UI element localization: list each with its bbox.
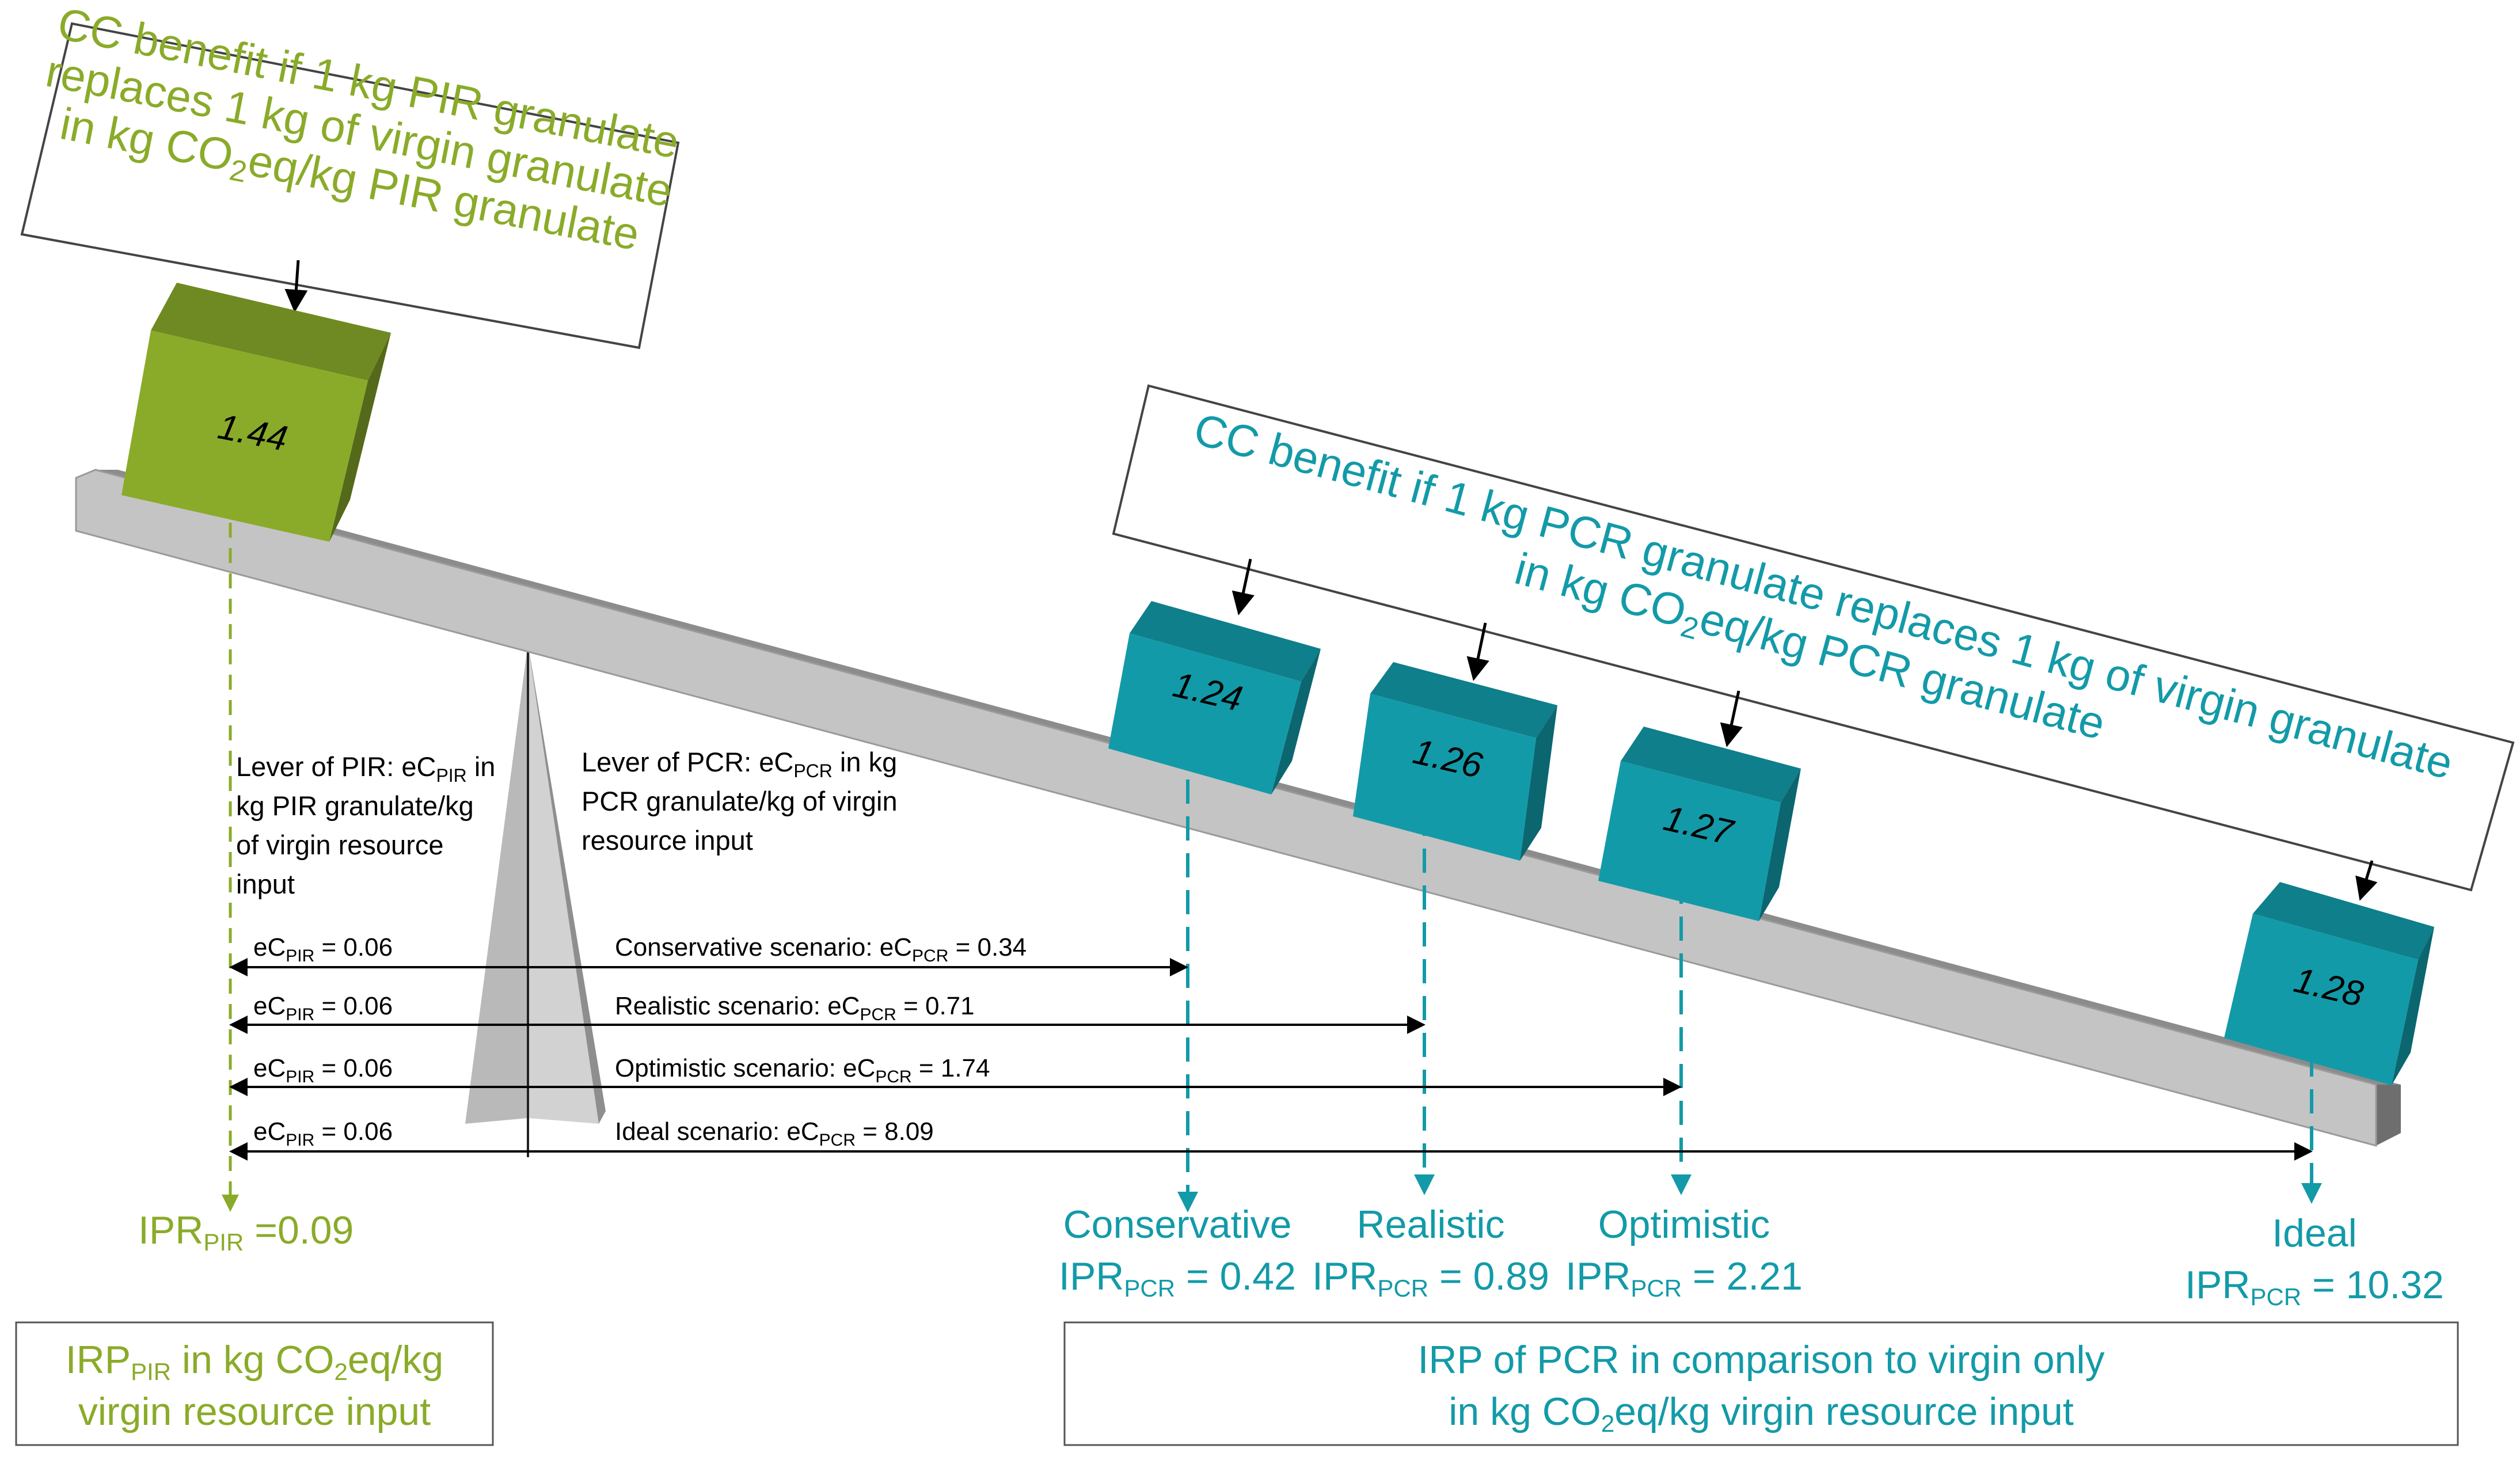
block-realistic: 1.26	[1353, 662, 1557, 861]
svg-text:in kg CO2eq/kg virgin resource: in kg CO2eq/kg virgin resource input	[1449, 1390, 2074, 1437]
ecpir-labels: eCPIR = 0.06 eCPIR = 0.06 eCPIR = 0.06 e…	[253, 933, 393, 1150]
ipr-conservative-value: IPRPCR = 0.42	[1059, 1254, 1296, 1302]
ipr-pir-result: IPRPIR =0.09	[138, 1208, 354, 1256]
pir-callout: CC benefit if 1 kg PIR granulate replace…	[20, 0, 683, 349]
scenario-ideal-label: Ideal scenario: eCPCR = 8.09	[615, 1117, 934, 1150]
block-pir: 1.44	[121, 283, 391, 542]
block-optimistic: 1.27	[1598, 727, 1801, 921]
scenario-realistic-label: Realistic scenario: eCPCR = 0.71	[615, 992, 975, 1024]
ipr-ideal-value: IPRPCR = 10.32	[2185, 1263, 2444, 1310]
ipr-optimistic-name: Optimistic	[1598, 1203, 1770, 1246]
svg-text:of virgin resource: of virgin resource	[236, 830, 444, 860]
svg-text:IRP of PCR in comparison to vi: IRP of PCR in comparison to virgin only	[1417, 1338, 2104, 1382]
lever-pcr-text: Lever of PCR: eCPCR in kg PCR granulate/…	[581, 747, 898, 856]
svg-text:eCPIR = 0.06: eCPIR = 0.06	[253, 1054, 393, 1086]
fulcrum	[465, 639, 606, 1157]
block-conservative: 1.24	[1108, 601, 1321, 794]
svg-text:kg PIR granulate/kg: kg PIR granulate/kg	[236, 790, 474, 821]
ipr-ideal-name: Ideal	[2272, 1211, 2356, 1255]
legend-pir-box: IRPPIR in kg CO2eq/kg virgin resource in…	[15, 1321, 494, 1446]
svg-text:resource input: resource input	[581, 825, 753, 856]
svg-text:eCPIR = 0.06: eCPIR = 0.06	[253, 933, 393, 965]
ipr-realistic-name: Realistic	[1357, 1203, 1505, 1246]
ipr-optimistic-value: IPRPCR = 2.21	[1565, 1254, 1803, 1302]
svg-text:IRPPIR in kg CO2eq/kg: IRPPIR in kg CO2eq/kg	[66, 1338, 444, 1385]
svg-text:IPRPIR =0.09: IPRPIR =0.09	[138, 1208, 354, 1256]
ipr-conservative-name: Conservative	[1063, 1203, 1292, 1246]
ipr-pcr-results: Conservative IPRPCR = 0.42 Realistic IPR…	[1059, 1203, 2444, 1310]
svg-text:Lever of PIR: eCPIR in: Lever of PIR: eCPIR in	[236, 751, 495, 786]
scenario-labels: Conservative scenario: eCPCR = 0.34 Real…	[615, 933, 1027, 1150]
ipr-realistic-value: IPRPCR = 0.89	[1312, 1254, 1549, 1302]
svg-text:PCR granulate/kg of virgin: PCR granulate/kg of virgin	[581, 786, 898, 816]
svg-text:virgin resource input: virgin resource input	[78, 1390, 431, 1434]
lever-pir-text: Lever of PIR: eCPIR in kg PIR granulate/…	[236, 751, 495, 899]
scenario-optimistic-label: Optimistic scenario: eCPCR = 1.74	[615, 1054, 990, 1086]
svg-text:eCPIR = 0.06: eCPIR = 0.06	[253, 992, 393, 1024]
block-ideal: 1.28	[2224, 882, 2434, 1085]
scenario-arrows	[229, 958, 2313, 1161]
legend-pcr-box: IRP of PCR in comparison to virgin only …	[1063, 1321, 2459, 1446]
svg-text:Lever of PCR: eCPCR in kg: Lever of PCR: eCPCR in kg	[581, 747, 897, 781]
svg-text:eCPIR = 0.06: eCPIR = 0.06	[253, 1117, 393, 1150]
scenario-conservative-label: Conservative scenario: eCPCR = 0.34	[615, 933, 1027, 965]
svg-text:input: input	[236, 869, 295, 899]
